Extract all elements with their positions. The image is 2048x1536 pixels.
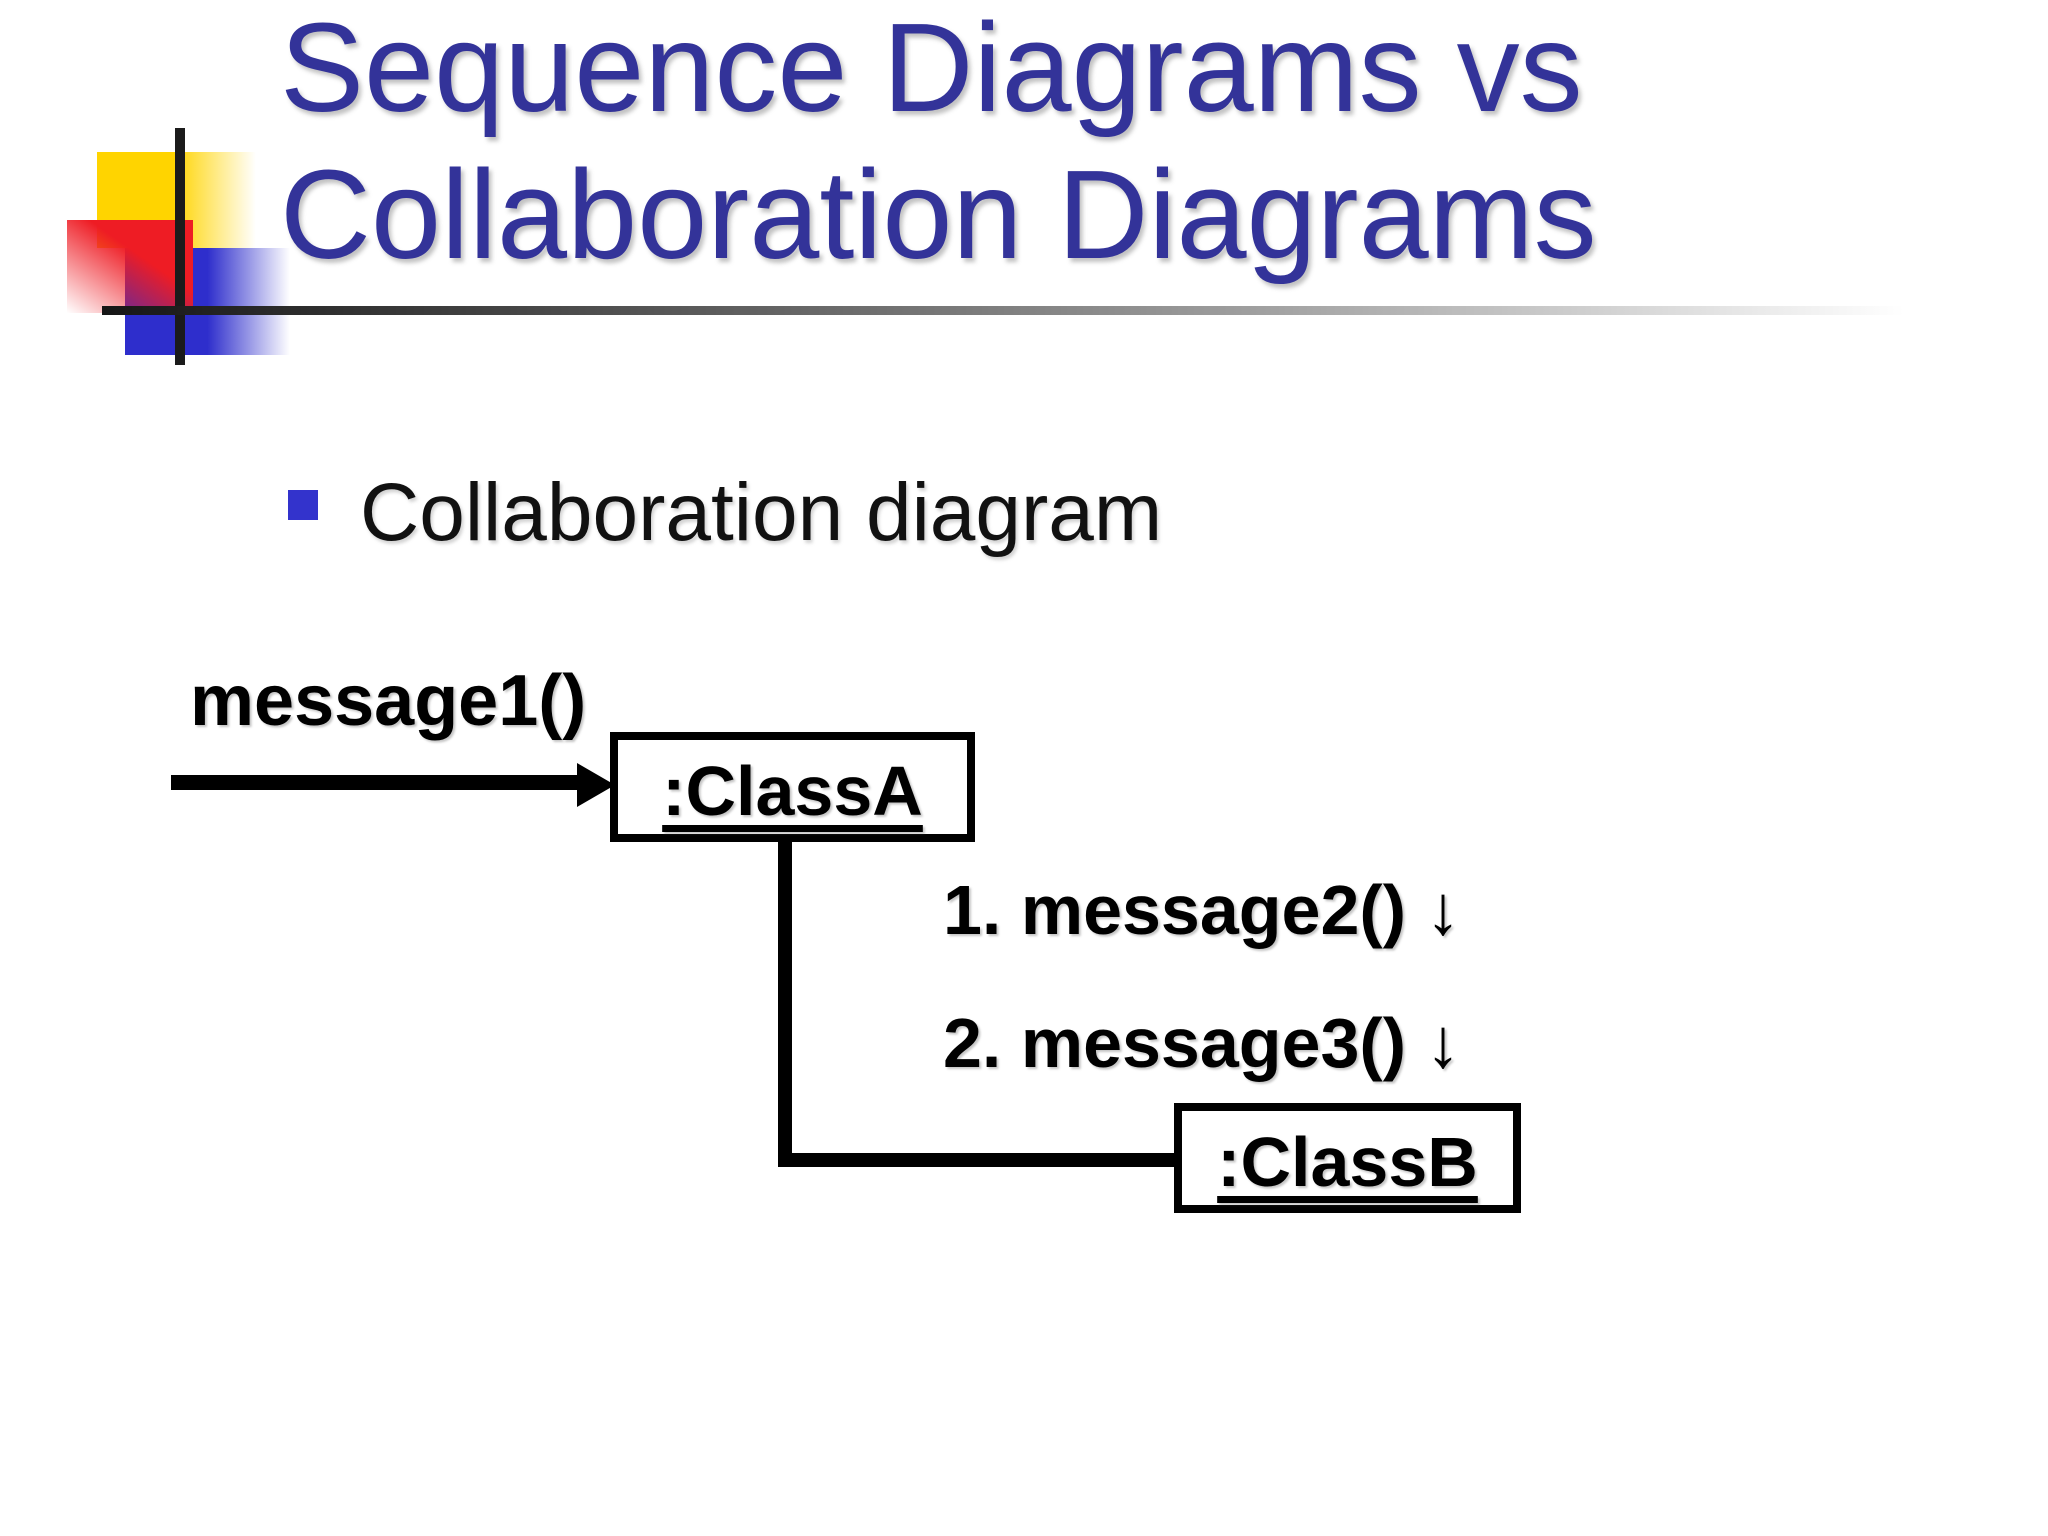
link-vertical-line [778, 840, 792, 1167]
title-line-2: Collaboration Diagrams [280, 144, 1597, 285]
message1-arrow-shaft [171, 775, 579, 790]
title-divider-line [102, 306, 1960, 315]
title-line-1: Sequence Diagrams vs [280, 0, 1583, 138]
message1-arrowhead-icon [577, 763, 615, 807]
bullet-text: Collaboration diagram [360, 467, 1163, 558]
step1-message2-label: 1. message2() ↓ [943, 871, 1461, 949]
message1-label: message1() [190, 661, 587, 741]
logo-red-square [67, 220, 193, 313]
bullet-marker [288, 490, 318, 520]
step2-message3-label: 2. message3() ↓ [943, 1004, 1461, 1082]
link-horizontal-line [778, 1153, 1174, 1167]
class-a-box: :ClassA [610, 732, 975, 842]
class-b-label: :ClassB [1217, 1123, 1478, 1201]
class-b-box: :ClassB [1174, 1103, 1521, 1213]
logo-vertical-line [175, 128, 185, 365]
class-a-label: :ClassA [662, 752, 923, 830]
